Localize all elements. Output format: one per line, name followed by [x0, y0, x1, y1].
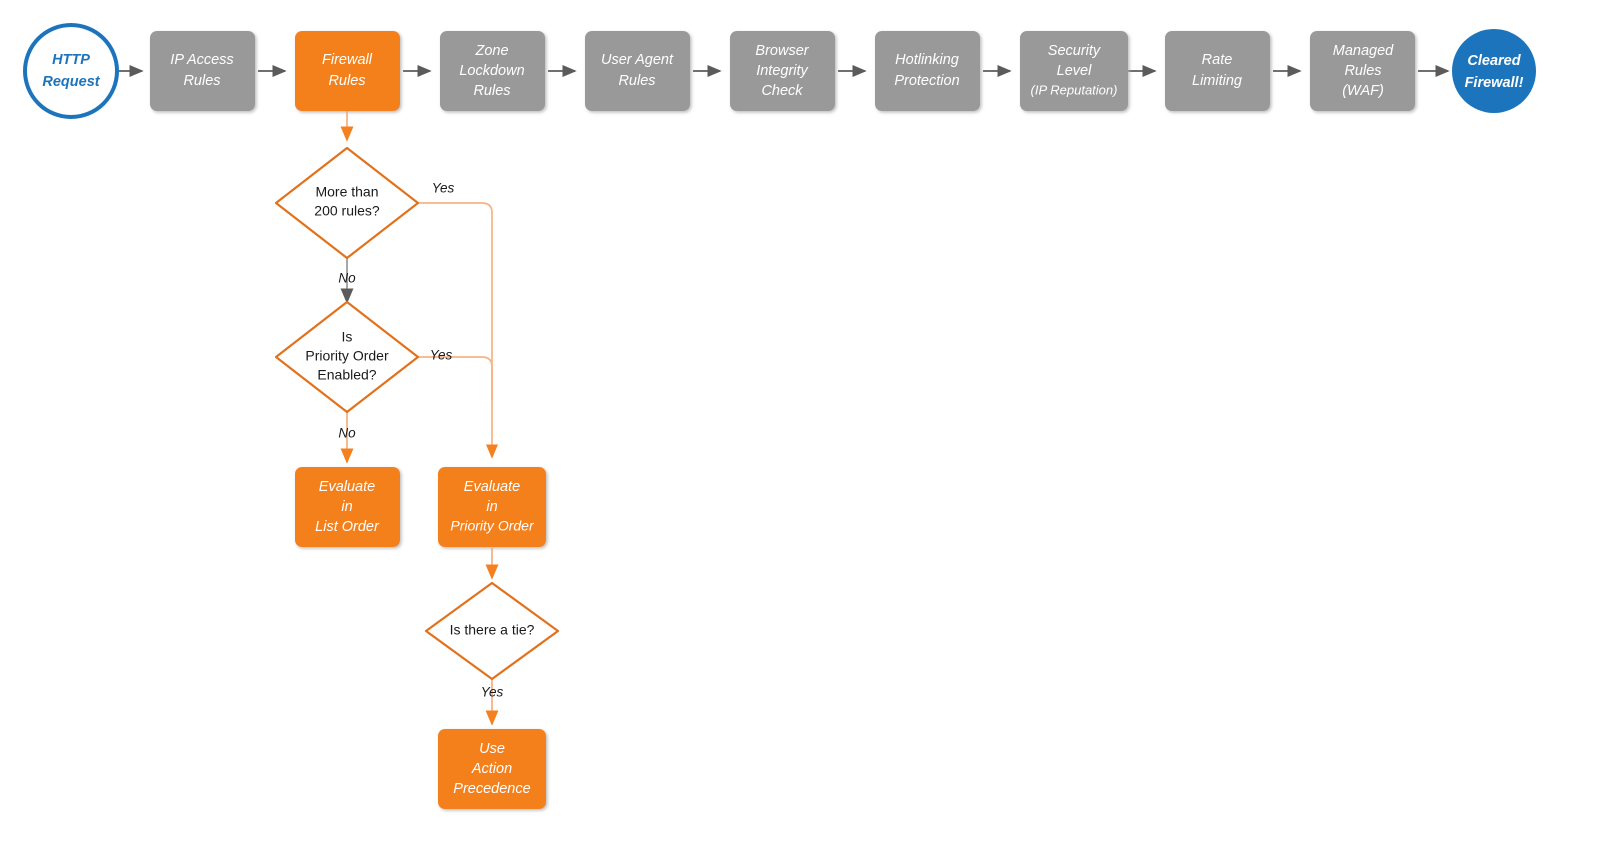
node-zone-lockdown-rules[interactable]: Zone Lockdown Rules — [440, 31, 545, 111]
more-than-200-rules-diamond — [274, 146, 420, 260]
user-agent-rules-box — [585, 31, 690, 111]
hotlinking-protection-line-1: Hotlinking — [895, 52, 959, 68]
rate-limiting-box — [1165, 31, 1270, 111]
node-rate-limiting[interactable]: Rate Limiting — [1165, 31, 1270, 111]
evaluate-in-list-order-line-2: in — [341, 499, 352, 515]
browser-integrity-check-line-1: Browser — [755, 43, 809, 59]
firewall-rules-line-2: Rules — [328, 73, 365, 89]
managed-rules-waf-line-2: Rules — [1344, 63, 1381, 79]
evaluate-in-list-order-box — [295, 467, 400, 547]
security-level-line-3: (IP Reputation) — [1031, 82, 1118, 97]
is-there-a-tie-line-1: Is there a tie? — [450, 622, 535, 638]
http-request-line-2: Request — [42, 74, 100, 90]
use-action-precedence-line-3: Precedence — [453, 781, 530, 797]
decision-is-there-a-tie[interactable]: Is there a tie? — [424, 581, 560, 681]
managed-rules-waf-line-1: Managed — [1333, 43, 1394, 59]
rate-limiting-line-1: Rate — [1202, 52, 1233, 68]
node-browser-integrity-check[interactable]: Browser Integrity Check — [730, 31, 835, 111]
zone-lockdown-rules-box — [440, 31, 545, 111]
http-request-line-1: HTTP — [52, 52, 90, 68]
node-hotlinking-protection[interactable]: Hotlinking Protection — [875, 31, 980, 111]
use-action-precedence-line-2: Action — [471, 761, 512, 777]
security-level-line-1: Security — [1048, 43, 1101, 59]
edge-label-priority-order-yes: Yes — [430, 348, 453, 363]
is-priority-order-enabled-line-2: Priority Order — [305, 348, 389, 364]
security-level-line-2: Level — [1057, 63, 1092, 79]
connector-priority-order-yes — [418, 356, 493, 400]
node-evaluate-in-list-order[interactable]: Evaluate in List Order — [295, 467, 400, 547]
edge-label-more-than-200-no: No — [338, 271, 356, 286]
user-agent-rules-line-1: User Agent — [601, 52, 674, 68]
firewall-rules-box — [295, 31, 400, 111]
user-agent-rules-line-2: Rules — [618, 73, 655, 89]
managed-rules-waf-box — [1310, 31, 1415, 111]
is-priority-order-enabled-line-3: Enabled? — [317, 367, 376, 383]
evaluate-in-priority-order-line-3: Priority Order — [450, 518, 535, 534]
zone-lockdown-rules-line-3: Rules — [473, 83, 510, 99]
node-firewall-rules[interactable]: Firewall Rules — [295, 31, 400, 111]
firewall-rules-line-1: Firewall — [322, 52, 373, 68]
ip-access-rules-line-1: IP Access — [170, 52, 233, 68]
browser-integrity-check-line-3: Check — [761, 83, 803, 99]
node-use-action-precedence[interactable]: Use Action Precedence — [438, 729, 546, 809]
evaluate-in-priority-order-box — [438, 467, 546, 547]
node-security-level[interactable]: Security Level (IP Reputation) — [1020, 31, 1128, 111]
evaluate-in-priority-order-line-2: in — [486, 499, 497, 515]
cleared-firewall-line-1: Cleared — [1467, 53, 1521, 69]
more-than-200-rules-line-1: More than — [315, 184, 378, 200]
edge-label-tie-yes: Yes — [481, 685, 504, 700]
rate-limiting-line-2: Limiting — [1192, 73, 1242, 89]
browser-integrity-check-box — [730, 31, 835, 111]
node-http-request[interactable]: HTTP Request — [23, 23, 119, 119]
decision-more-than-200-rules[interactable]: More than 200 rules? — [274, 146, 420, 260]
use-action-precedence-box — [438, 729, 546, 809]
is-there-a-tie-diamond — [424, 581, 560, 681]
cleared-firewall-circle — [1452, 29, 1536, 113]
node-cleared-firewall[interactable]: Cleared Firewall! — [1452, 29, 1536, 113]
node-evaluate-in-priority-order[interactable]: Evaluate in Priority Order — [438, 467, 546, 547]
more-than-200-rules-line-2: 200 rules? — [314, 203, 380, 219]
evaluate-in-priority-order-line-1: Evaluate — [464, 479, 520, 495]
ip-access-rules-box — [150, 31, 255, 111]
connector-more-than-200-yes — [418, 202, 499, 459]
branch-connectors: Is Priority Order Enabled? (gray line) -… — [340, 111, 499, 726]
hotlinking-protection-box — [875, 31, 980, 111]
hotlinking-protection-line-2: Protection — [894, 73, 959, 89]
evaluate-in-list-order-line-1: Evaluate — [319, 479, 375, 495]
browser-integrity-check-line-2: Integrity — [756, 63, 808, 79]
is-priority-order-enabled-diamond — [274, 300, 420, 414]
node-ip-access-rules[interactable]: IP Access Rules — [150, 31, 255, 111]
edge-label-more-than-200-yes: Yes — [432, 181, 455, 196]
http-request-circle — [23, 23, 119, 119]
evaluate-in-list-order-line-3: List Order — [315, 519, 380, 535]
zone-lockdown-rules-line-1: Zone — [474, 43, 508, 59]
node-managed-rules-waf[interactable]: Managed Rules (WAF) — [1310, 31, 1415, 111]
cleared-firewall-line-2: Firewall! — [1465, 75, 1524, 91]
security-level-box — [1020, 31, 1128, 111]
use-action-precedence-line-1: Use — [479, 741, 505, 757]
edge-label-priority-order-no: No — [338, 426, 356, 441]
ip-access-rules-line-2: Rules — [183, 73, 220, 89]
managed-rules-waf-line-3: (WAF) — [1342, 83, 1384, 99]
zone-lockdown-rules-line-2: Lockdown — [459, 63, 524, 79]
node-user-agent-rules[interactable]: User Agent Rules — [585, 31, 690, 111]
is-priority-order-enabled-line-1: Is — [342, 329, 353, 345]
decision-is-priority-order-enabled[interactable]: Is Priority Order Enabled? — [274, 300, 420, 414]
